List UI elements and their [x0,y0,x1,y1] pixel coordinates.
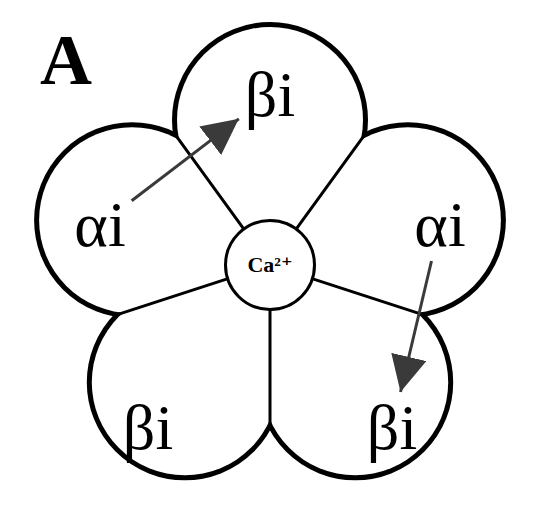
subunit-dividers [119,136,421,424]
panel-letter: A [40,24,92,96]
subunit-label-box: βi [239,59,301,131]
subunit-label-box: βi [361,392,423,464]
lobe-strokes [37,25,503,477]
ion-label: Ca²⁺ [247,254,292,276]
subunit-label: αi [68,189,131,261]
interface-arrow [401,261,432,392]
divider-line [297,136,364,228]
subunit-label-box: αi [68,189,131,261]
subunit-label: αi [408,189,471,261]
divider-line [119,279,227,314]
divider-line [313,279,421,314]
subunit-label: βi [361,392,423,464]
interface-arrow [132,119,239,201]
divider-line [177,136,244,228]
subunit-label: βi [117,392,179,464]
subunit-label: βi [239,59,301,131]
divider-line [269,310,272,424]
lobe-fills [39,27,501,475]
subunit-label-box: βi [117,392,179,464]
ion-circle: Ca²⁺ [224,219,316,311]
subunit-label-box: αi [408,189,471,261]
